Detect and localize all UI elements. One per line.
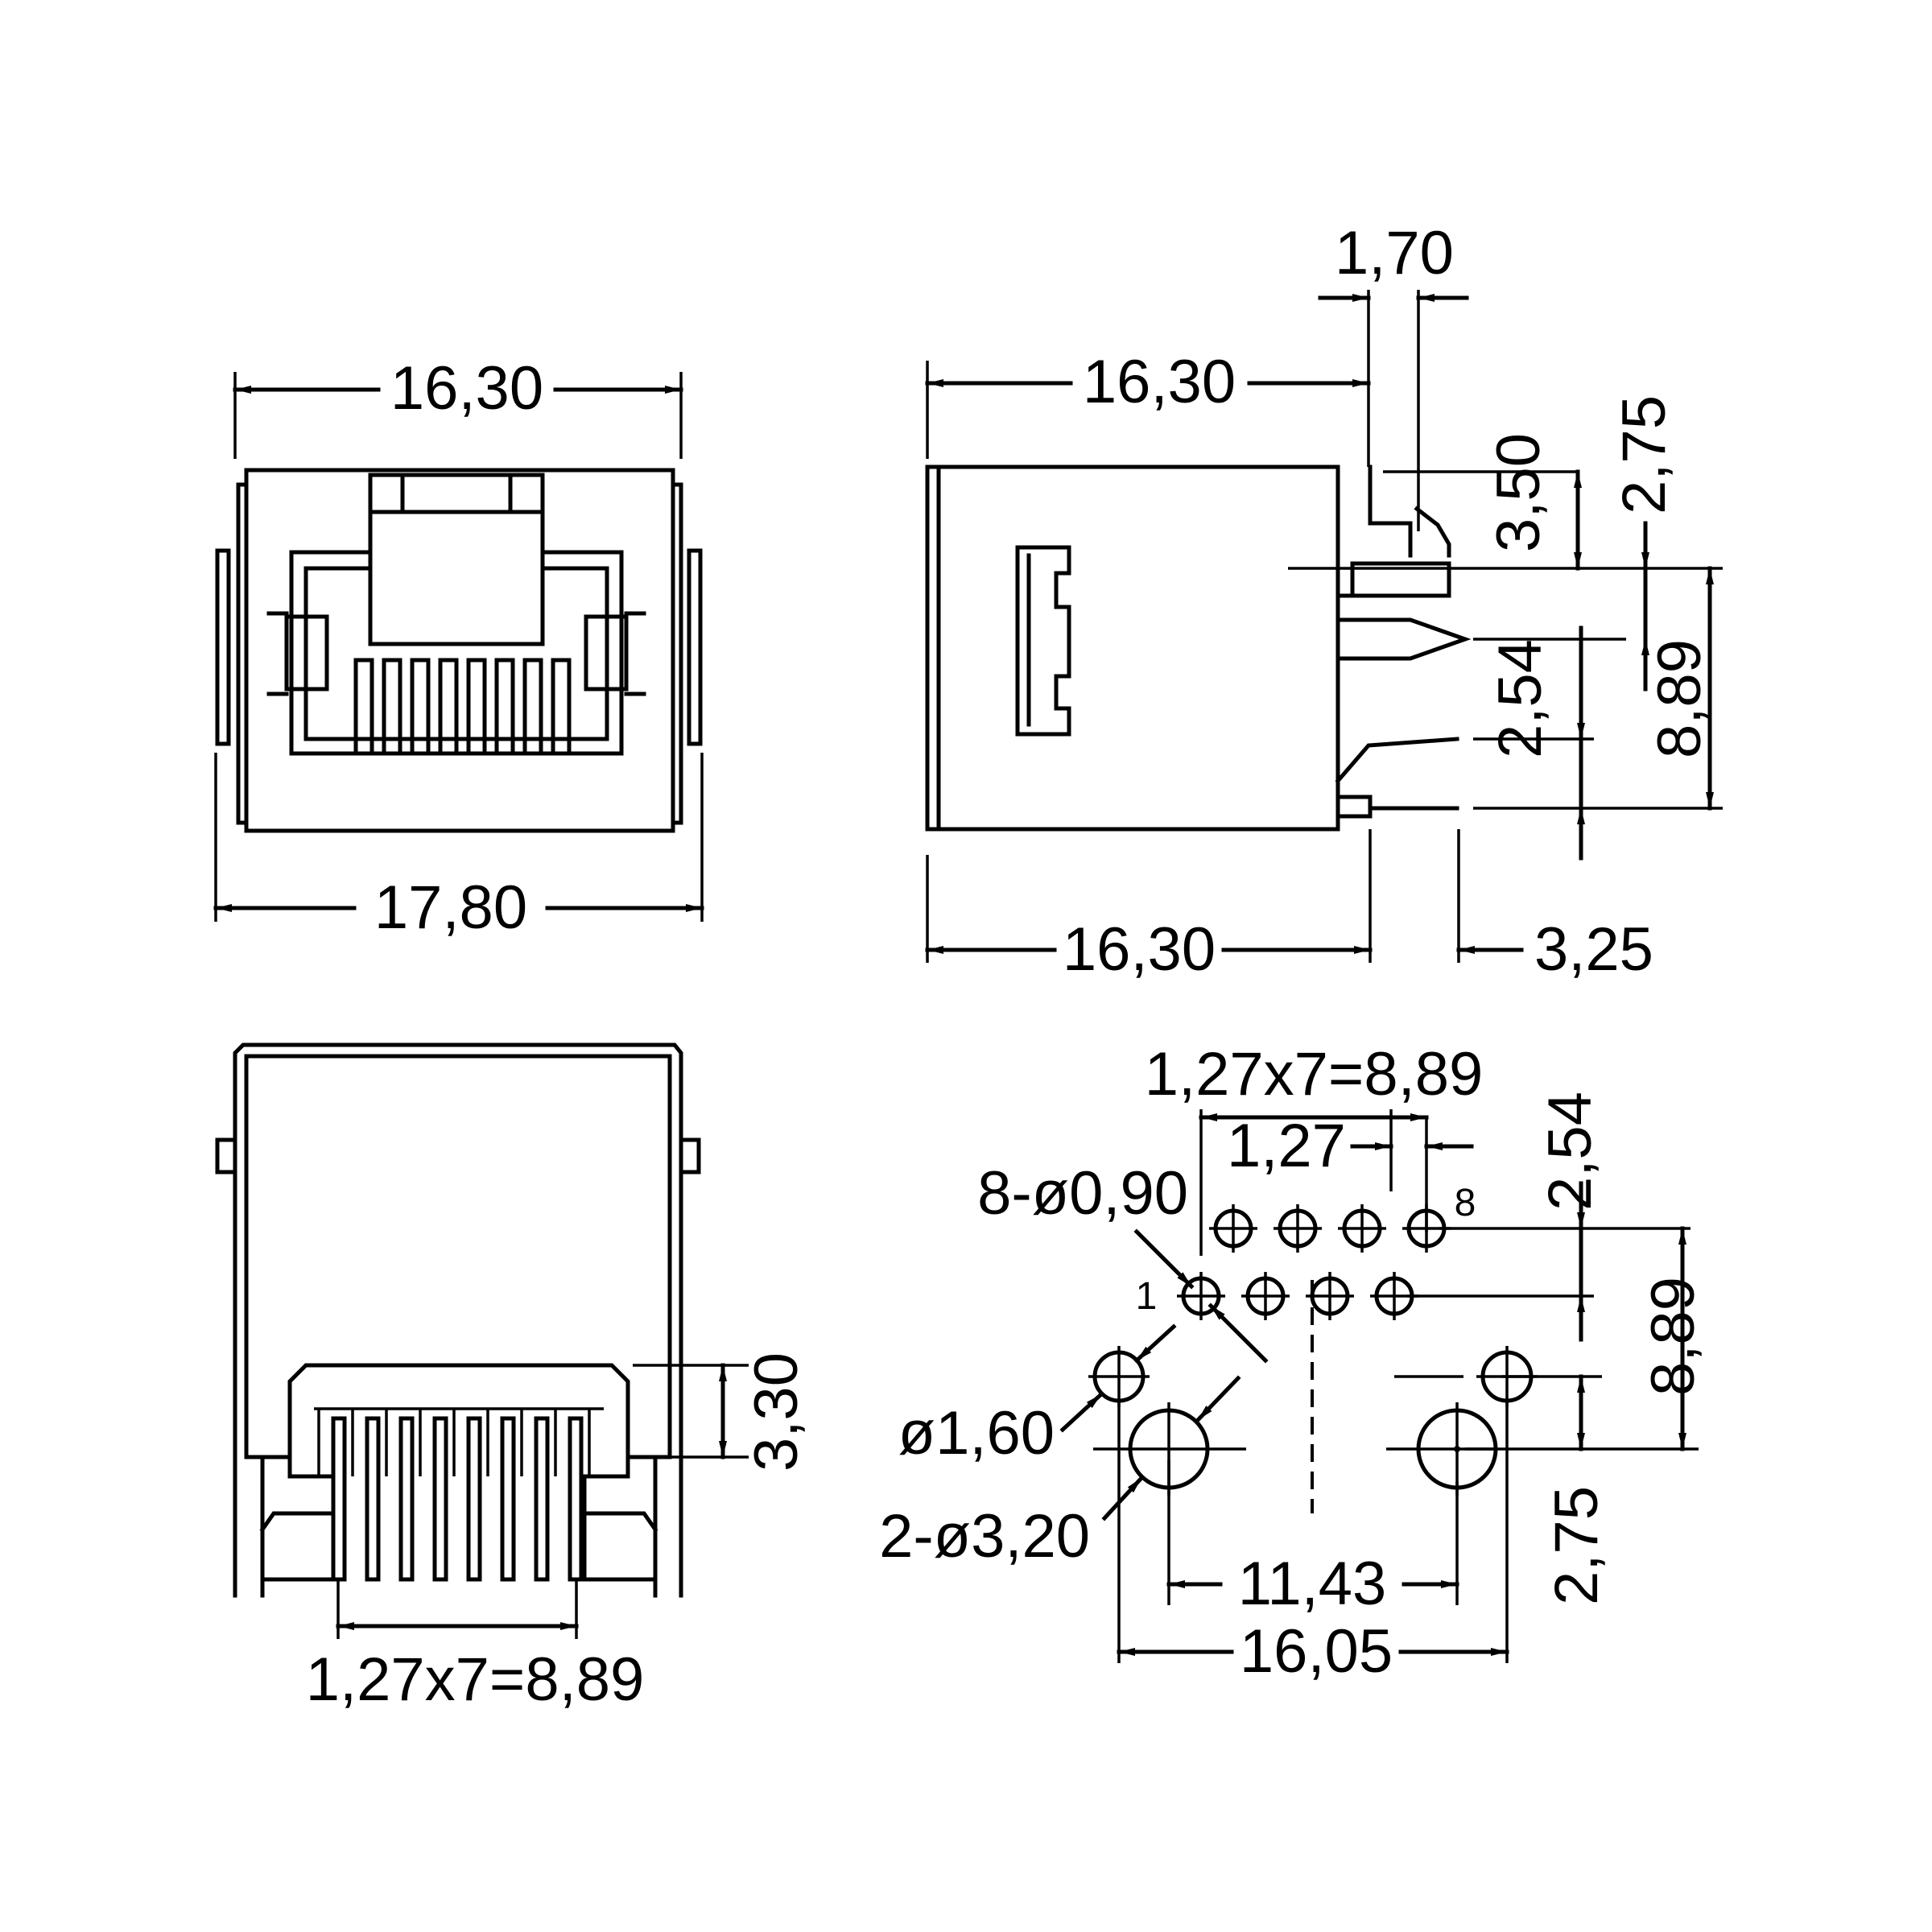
footprint-mount-hole: 2-ø3,20 (879, 1502, 1090, 1571)
rear-height-330: 3,30 (742, 1352, 811, 1472)
footprint-hole-count: 8-ø0,90 (977, 1159, 1188, 1228)
side-height-275: 2,75 (1610, 395, 1678, 514)
footprint-pin-span: 1,27x7=8,89 (1145, 1040, 1484, 1108)
side-pitch-254: 2,54 (1486, 639, 1554, 758)
side-pin-offset: 3,25 (1534, 915, 1653, 984)
footprint-small-hole: ø1,60 (898, 1399, 1055, 1468)
side-pin-width: 1,70 (1335, 219, 1454, 287)
rear-contact-span: 1,27x7=8,89 (306, 1645, 645, 1714)
footprint-row-spacing: 2,54 (1536, 1092, 1604, 1211)
footprint-mount-span: 11,43 (1238, 1550, 1387, 1618)
footprint-height-889: 8,89 (1639, 1277, 1707, 1396)
footprint-holes (1088, 1204, 1538, 1496)
front-width-top: 16,30 (390, 354, 543, 423)
footprint-outer-span: 16,05 (1240, 1617, 1393, 1686)
side-view: 1,70 16,30 16,30 3,25 3,50 2,75 2,54 8,8… (925, 219, 1723, 984)
front-width-bottom: 17,80 (374, 873, 527, 942)
pin-8-label: 8 (1455, 1182, 1476, 1224)
pin-1-label: 1 (1136, 1275, 1158, 1318)
side-depth-bottom: 16,30 (1063, 915, 1216, 984)
front-view: 16,30 17,80 (213, 354, 704, 942)
footprint-offset-275: 2,75 (1542, 1486, 1611, 1605)
rear-contacts (317, 1409, 591, 1582)
pcb-footprint: 1,27x7=8,89 1,27 8-ø0,90 1 8 2,54 8,89 2… (879, 1040, 1707, 1686)
side-height-350: 3,50 (1484, 433, 1553, 552)
rear-view: 3,30 1,27x7=8,89 (215, 1042, 811, 1714)
side-depth-top: 16,30 (1083, 348, 1236, 416)
front-contacts (353, 658, 572, 756)
side-height-889: 8,89 (1645, 639, 1714, 758)
footprint-pitch: 1,27 (1227, 1112, 1346, 1180)
